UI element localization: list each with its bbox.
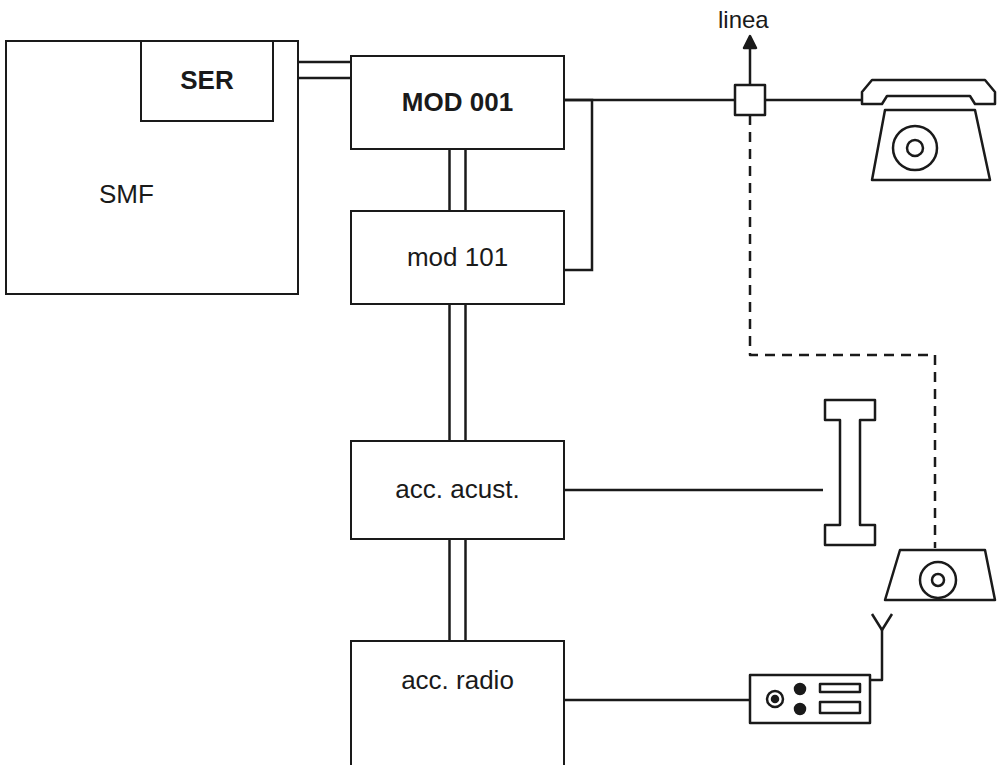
module-box: SER <box>140 40 274 122</box>
telephone <box>885 550 995 600</box>
node-text: MOD 001 <box>402 88 513 118</box>
node-text: acc. acust. <box>395 475 519 505</box>
handset <box>825 400 875 545</box>
connector-line <box>448 305 451 440</box>
connector-line <box>464 150 467 210</box>
connector-line <box>565 100 592 270</box>
accessory-box: acc. radio <box>350 640 565 765</box>
accessory-box: acc. acust. <box>350 440 565 540</box>
radio-set <box>750 614 892 723</box>
connector <box>565 100 592 270</box>
handset-wire <box>565 489 823 492</box>
line-label: linea <box>716 6 771 34</box>
junction-box <box>735 85 765 115</box>
connector-line <box>448 150 451 210</box>
connector-line <box>464 540 467 640</box>
radio-wire <box>565 699 750 702</box>
module-box: mod 101 <box>350 210 565 305</box>
connector <box>450 305 466 440</box>
arrow-head <box>744 36 756 48</box>
connector <box>450 540 466 640</box>
node-text: mod 101 <box>407 243 508 273</box>
node-text: acc. radio <box>401 666 514 696</box>
phone-wire <box>765 99 862 102</box>
connector <box>450 150 466 210</box>
dashed-wire <box>750 115 935 548</box>
telephone <box>862 80 995 180</box>
node-text: SER <box>180 66 233 96</box>
connector-line <box>464 305 467 440</box>
module-box: MOD 001 <box>350 55 565 150</box>
connector-line <box>448 540 451 640</box>
system-box: SMFSER <box>5 40 299 295</box>
